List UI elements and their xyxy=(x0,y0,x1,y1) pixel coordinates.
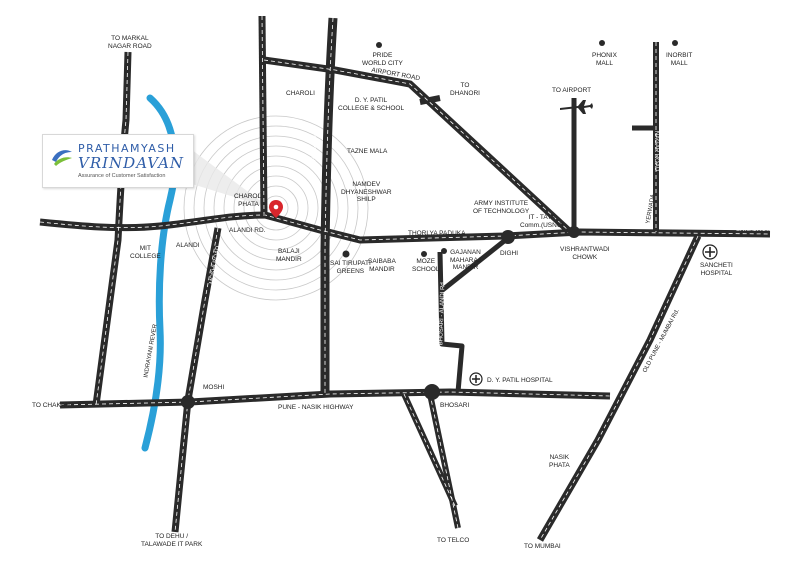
radius-rings xyxy=(183,115,369,301)
label-inorbit-mall: INORBIT MALL xyxy=(666,52,693,67)
label-balaji-mandir: BALAJI MANDIR xyxy=(276,248,302,263)
logo-pointer xyxy=(192,150,270,208)
label-pune-nasik-highway: PUNE - NASIK HIGHWAY xyxy=(278,404,354,411)
location-pin-icon xyxy=(269,200,283,218)
junction-moshi xyxy=(181,395,195,409)
label-to-markal: TO MARKAL NAGAR ROAD xyxy=(108,35,152,50)
project-logo: PRATHAMYASH VRINDAVAN Assurance of Custo… xyxy=(42,134,220,188)
label-moshi: MOSHI xyxy=(203,384,225,391)
label-alandi-rd: ALANDI RD. xyxy=(229,227,266,234)
label-pride-world-city: PRIDE WORLD CITY xyxy=(362,52,403,67)
label-tholya-paduka: THORLYA PADUKA xyxy=(408,230,466,237)
label-to-mumbai: TO MUMBAI xyxy=(524,543,561,550)
hospital-icon-sancheti xyxy=(702,244,718,260)
label-charoli-phata: CHAROLI PHATA xyxy=(234,193,263,208)
label-phonix-mall: PHONIX MALL xyxy=(592,52,617,67)
label-army-institute: ARMY INSTITUTE OF TECHNOLOGY xyxy=(473,200,530,215)
label-it-tata: IT - TATA Comm.(USNC) xyxy=(520,214,564,229)
airplane-icon xyxy=(560,100,593,114)
label-to-airport: TO AIRPORT xyxy=(552,87,592,94)
logo-line2: VRINDAVAN xyxy=(78,154,185,172)
label-alandi: ALANDI xyxy=(176,242,200,249)
label-to-chakan: TO CHAKAN xyxy=(32,402,70,409)
label-namdev-shilp: NAMDEV DHYANESHWAR SHILP xyxy=(341,181,392,203)
junction-vishrantwadi xyxy=(568,226,580,238)
landmark-dots xyxy=(342,40,678,258)
label-nasik-phata: NASIK PHATA xyxy=(549,454,570,469)
logo-line1: PRATHAMYASH xyxy=(78,142,176,155)
label-saibaba-mandir: SAIBABA MANDIR xyxy=(368,258,396,273)
label-bhosari: BHOSARI xyxy=(440,402,470,409)
label-shivaji-nagar: SHIVAJI NAGAR xyxy=(736,227,782,233)
logo-card xyxy=(42,134,194,188)
label-moze-school: MOZE SCHOOL xyxy=(412,258,440,273)
logo-emblem-icon xyxy=(52,150,72,166)
label-mit-college: MIT COLLEGE xyxy=(130,245,161,260)
label-dy-patil-hospital: D. Y. PATIL HOSPITAL xyxy=(487,377,553,384)
label-tazne-mala: TAZNE MALA xyxy=(347,148,388,155)
label-dy-patil-college: D. Y. PATIL COLLEGE & SCHOOL xyxy=(338,97,405,112)
label-vishrantwadi-chowk: VISHRANTWADI CHOWK xyxy=(560,246,610,261)
label-sai-tirupati: SAI TIRUPATI GREENS xyxy=(330,260,371,275)
label-gajanan-mandir: GAJANAN MAHARAJ MANDIR xyxy=(450,249,482,271)
hospital-icon-dy-patil xyxy=(469,372,483,386)
junctions xyxy=(181,226,580,409)
label-sancheti-hospital: SANCHETI HOSPITAL xyxy=(700,262,733,277)
junction-dighi xyxy=(501,230,515,244)
label-to-dehu: TO DEHU / TALAWADE IT PARK xyxy=(141,533,203,548)
label-charoli: CHAROLI xyxy=(286,90,315,97)
label-dighi: DIGHI xyxy=(500,250,519,257)
label-ring-road: RING ROAD xyxy=(311,126,319,162)
label-to-telco: TO TELCO xyxy=(437,537,470,544)
logo-tagline: Assurance of Customer Satisfaction xyxy=(78,173,166,179)
label-to-dhanori: TO DHANORI xyxy=(450,82,480,97)
junction-bhosari xyxy=(424,384,440,400)
label-nagar-road: NAGAR ROAD xyxy=(653,130,660,172)
